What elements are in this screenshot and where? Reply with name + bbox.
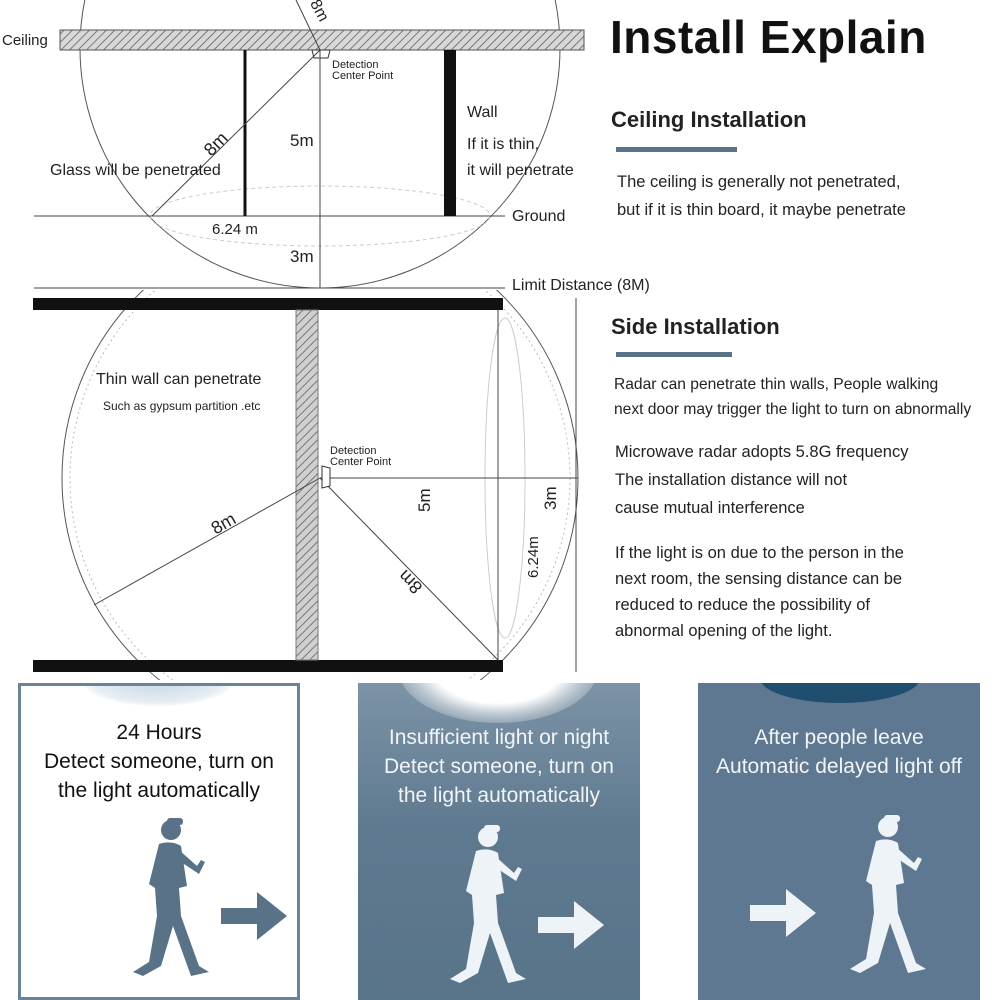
ceiling-installation-heading: Ceiling Installation bbox=[611, 107, 807, 132]
side-dist-8m-left: 8m bbox=[208, 509, 240, 539]
panel-text-line: Automatic delayed light off bbox=[716, 755, 962, 778]
lamp-glow-bright bbox=[398, 683, 598, 723]
limit-distance-label: Limit Distance (8M) bbox=[512, 277, 650, 294]
wall bbox=[444, 50, 456, 216]
side-installation-para1: Radar can penetrate thin walls, People w… bbox=[614, 372, 971, 422]
left-8m-line bbox=[93, 477, 321, 606]
dist-8m-diag-label: 8m bbox=[200, 128, 232, 160]
walking-person-icon bbox=[850, 815, 926, 973]
panel-text-line: Insufficient light or night bbox=[388, 726, 610, 749]
top-8m-line bbox=[295, 0, 321, 51]
walking-person-icon bbox=[133, 818, 209, 976]
side-text-line: abnormal opening of the light. bbox=[615, 622, 833, 640]
wall-note-line2: it will penetrate bbox=[467, 162, 574, 179]
side-text-line: next door may trigger the light to turn … bbox=[614, 401, 972, 418]
glass-label: Glass will be penetrated bbox=[50, 162, 221, 179]
side-outer-dotted-circle bbox=[69, 290, 571, 680]
top-wall bbox=[33, 298, 503, 310]
ceiling-installation-underline bbox=[616, 147, 737, 152]
dist-3m-label: 3m bbox=[290, 247, 314, 266]
lower-8m-line bbox=[319, 477, 499, 661]
side-dist-3m: 3m bbox=[541, 486, 560, 510]
detection-label-line1: Detection bbox=[332, 59, 378, 71]
ceiling-text-line: but if it is thin board, it maybe penetr… bbox=[617, 201, 906, 219]
panel-text-line: Detect someone, turn on bbox=[44, 750, 274, 773]
panel-1-text: 24 Hours Detect someone, turn on the lig… bbox=[21, 718, 297, 805]
side-text-line: If the light is on due to the person in … bbox=[615, 544, 904, 562]
ceiling-board bbox=[59, 29, 585, 51]
dist-8m-top-label: 8m bbox=[306, 0, 331, 25]
side-sensor-icon bbox=[321, 465, 331, 489]
arrow-right-icon bbox=[221, 892, 287, 940]
diagonal-8m-line bbox=[151, 49, 321, 217]
side-detection-circle bbox=[61, 290, 579, 680]
wall-label: Wall bbox=[467, 104, 498, 121]
thin-wall-label: Thin wall can penetrate bbox=[96, 371, 262, 388]
side-text-line: Microwave radar adopts 5.8G frequency bbox=[615, 443, 909, 461]
side-text-line: next room, the sensing distance can be bbox=[615, 570, 903, 588]
panel-text-line: Detect someone, turn on bbox=[384, 755, 614, 778]
side-text-line: The installation distance will not bbox=[615, 471, 848, 489]
arrow-right-icon bbox=[750, 889, 816, 937]
side-text-line: Radar can penetrate thin walls, People w… bbox=[614, 376, 939, 393]
walking-person-icon bbox=[450, 825, 526, 983]
arrow-right-icon bbox=[538, 901, 604, 949]
lamp-glow bbox=[83, 686, 233, 706]
lamp-off bbox=[760, 683, 920, 703]
ceiling-installation-diagram: 8m 8m 5m 3m 6.24 m Detection Center Poin… bbox=[34, 0, 585, 289]
side-installation-underline bbox=[616, 352, 732, 357]
ceiling-installation-text: The ceiling is generally not penetrated,… bbox=[617, 168, 906, 224]
panel-text-line: 24 Hours bbox=[116, 721, 202, 744]
page-title: Install Explain bbox=[610, 11, 927, 63]
panel-2-text: Insufficient light or night Detect someo… bbox=[358, 723, 640, 810]
panel-text-line: the light automatically bbox=[58, 779, 260, 802]
wall-note-line1: If it is thin, bbox=[467, 136, 540, 153]
panel-insufficient-light: Insufficient light or night Detect someo… bbox=[358, 683, 640, 1000]
side-dist-624: 6.24m bbox=[525, 536, 542, 578]
side-installation-diagram: Detection Center Point 8m 5m 3m 6.24m 8m bbox=[33, 290, 579, 680]
sensor-icon bbox=[311, 49, 331, 59]
dist-5m-label: 5m bbox=[290, 131, 314, 150]
side-installation-para3: If the light is on due to the person in … bbox=[615, 540, 904, 644]
panel-text-line: the light automatically bbox=[398, 784, 600, 807]
panel-3-text: After people leave Automatic delayed lig… bbox=[698, 723, 980, 781]
panel-24-hours: 24 Hours Detect someone, turn on the lig… bbox=[18, 683, 300, 1000]
ground-label: Ground bbox=[512, 208, 566, 225]
side-dist-5m: 5m bbox=[415, 488, 434, 512]
side-detection-line1: Detection bbox=[330, 445, 376, 457]
side-installation-para2: Microwave radar adopts 5.8G frequency Th… bbox=[615, 438, 908, 522]
thin-wall-note: Such as gypsum partition .etc bbox=[103, 399, 261, 413]
panel-text-line: After people leave bbox=[754, 726, 924, 749]
side-text-line: cause mutual interference bbox=[615, 499, 805, 517]
side-text-line: reduced to reduce the possibility of bbox=[615, 596, 870, 614]
panel-after-leave: After people leave Automatic delayed lig… bbox=[698, 683, 980, 1000]
side-detection-line2: Center Point bbox=[330, 456, 391, 468]
side-installation-heading: Side Installation bbox=[611, 314, 780, 339]
ceiling-label: Ceiling bbox=[2, 32, 48, 49]
dist-624-label: 6.24 m bbox=[212, 221, 258, 238]
bottom-wall bbox=[33, 660, 503, 672]
ceiling-text-line: The ceiling is generally not penetrated, bbox=[617, 173, 901, 191]
side-dist-8m-right: 8m bbox=[394, 566, 426, 598]
detection-label-line2: Center Point bbox=[332, 70, 393, 82]
